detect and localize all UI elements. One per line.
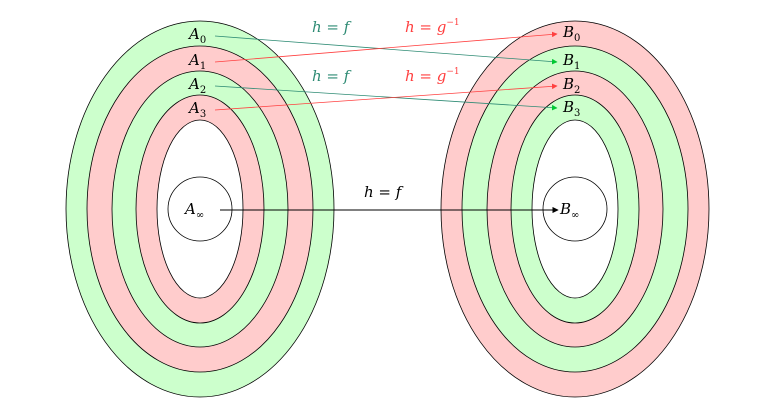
point-a-infinity xyxy=(167,176,233,242)
edge-label-ginv-top-1: h = g−1 xyxy=(405,18,460,36)
ginv-top-1-base: h = g xyxy=(405,18,446,36)
edge-label-f-middle: h = f xyxy=(364,183,404,201)
point-b-infinity xyxy=(542,176,608,242)
ginv-top-2-sup: −1 xyxy=(446,67,459,77)
edge-labels: h = f h = g−1 h = f h = g−1 h = f xyxy=(312,18,460,201)
label-b0: B0 xyxy=(562,23,580,44)
edge-label-ginv-top-2: h = g−1 xyxy=(405,67,460,85)
label-b2: B2 xyxy=(562,75,580,96)
arrows xyxy=(214,31,559,214)
label-b-infinity: B∞ xyxy=(559,200,579,221)
right-labels: B0 B1 B2 B3 B∞ xyxy=(559,23,580,221)
label-b1: B1 xyxy=(562,51,580,72)
label-a-infinity: A∞ xyxy=(183,200,204,221)
right-set-rings xyxy=(440,20,710,398)
label-b3: B3 xyxy=(562,98,580,119)
label-a0: A0 xyxy=(187,25,206,46)
arrow-a3-to-b2 xyxy=(214,83,558,111)
left-set-rings xyxy=(65,20,335,398)
arrow-a2-to-b3 xyxy=(214,85,558,111)
ginv-top-2-base: h = g xyxy=(405,67,446,85)
label-a3: A3 xyxy=(187,99,206,120)
left-labels: A0 A1 A2 A3 A∞ xyxy=(183,25,206,221)
edge-label-f-top-1: h = f xyxy=(312,18,352,36)
arrow-a1-to-b0 xyxy=(214,31,558,63)
label-a1: A1 xyxy=(187,51,206,72)
label-a2: A2 xyxy=(187,75,206,96)
edge-label-f-top-2: h = f xyxy=(312,67,352,85)
ginv-top-1-sup: −1 xyxy=(446,18,459,28)
arrow-a0-to-b1 xyxy=(214,35,558,65)
